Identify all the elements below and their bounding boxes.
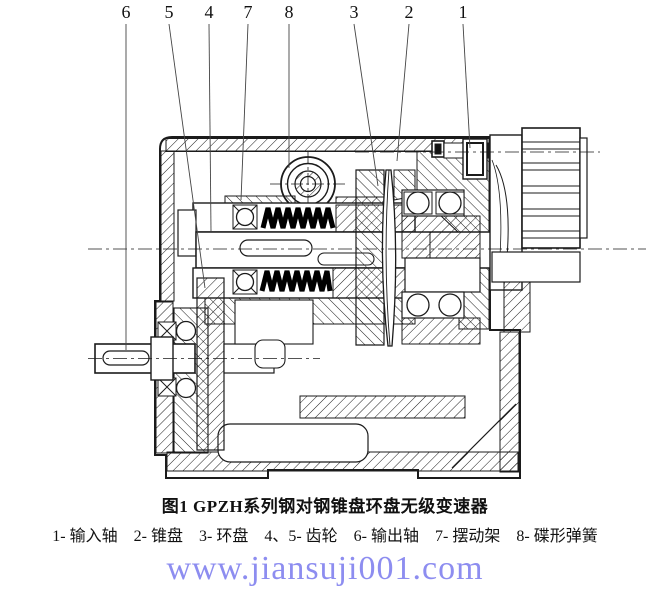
callout-8: 8 [285,2,294,22]
callout-6: 6 [122,2,131,22]
callout-leader-lines [125,23,471,350]
motor-body [521,127,588,249]
coil-spring-upper [260,207,336,229]
motor-foot [491,251,581,333]
legend-entry-2: 2- 锥盘 [133,528,183,545]
centerlines [88,151,646,359]
ring-disc [381,169,397,347]
callout-7: 7 [244,2,253,22]
input-shaft [431,138,524,180]
callout-2: 2 [405,2,414,22]
callout-1: 1 [459,2,468,22]
output-shaft-assembly [94,277,466,454]
figure-legend: 1- 输入轴 2- 锥盘 3- 环盘 4、5- 齿轮 6- 输出轴 7- 摆动架 8- 碟形… [0,526,650,547]
legend-entry-6: 6- 输出轴 [353,528,420,545]
legend-entry-3: 3- 环盘 [198,528,249,545]
callout-numbers: 6 5 4 7 8 3 2 1 [122,2,468,22]
callout-5: 5 [165,2,174,22]
legend-entry-1: 1- 输入轴 [52,528,118,545]
legend-entry-8: 8- 碟形弹簧 [516,528,598,545]
watermark-url: www.jiansuji001.com [166,550,484,587]
figure-drawing: 6 5 4 7 8 3 2 1 [88,2,646,479]
figure-caption: 图1 GPZH系列钢对钢锥盘环盘无级变速器 [161,497,489,516]
coil-spring-lower [259,270,333,292]
callout-3: 3 [350,2,359,22]
legend-entry-7: 7- 摆动架 [435,528,501,545]
input-shaft-bearings [401,189,481,345]
callout-4: 4 [205,2,214,22]
legend-entry-4-5: 4、5- 齿轮 [264,528,338,545]
